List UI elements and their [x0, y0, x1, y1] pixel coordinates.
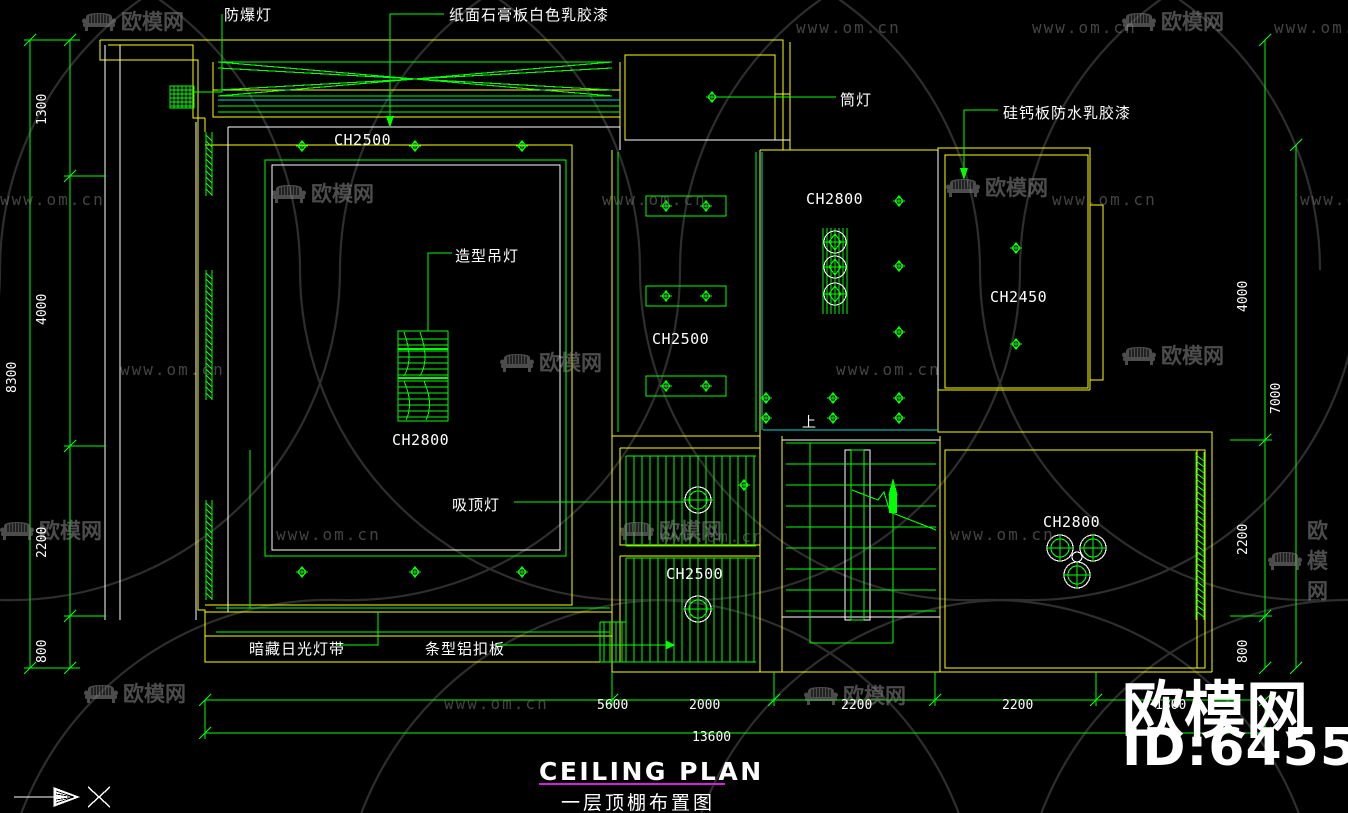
dimension-lines: [23, 33, 1303, 740]
ceiling-height-ch-corridor-2500: CH2500: [652, 330, 710, 348]
decorative-pendant-symbol: [397, 330, 449, 422]
annotation-explosion-proof-light: 防爆灯: [224, 6, 273, 24]
concealed-light-strip-left-2: [205, 270, 213, 400]
staircase: [786, 442, 937, 644]
annotation-calcium-silicate-paint: 硅钙板防水乳胶漆: [1003, 104, 1132, 122]
dimension-bottom-2: 2200: [841, 698, 873, 713]
corridor-chandelier-symbol: [822, 228, 848, 314]
legend-symbols: [14, 786, 111, 808]
twin-lamp-fixture-boxes: [645, 195, 727, 397]
wall-lines-white: [104, 45, 940, 621]
dimension-left-4000: 4000: [35, 293, 50, 325]
ceiling-height-ch-bedroom-2800: CH2800: [1043, 513, 1101, 531]
dimension-bottom-total: 13600: [692, 730, 732, 745]
ceiling-lines-green: [169, 61, 1205, 663]
explosion-proof-light-symbol: [169, 85, 195, 109]
annotation-leader-lines: [192, 13, 998, 646]
gypsum-board-hatch: [217, 61, 620, 113]
concealed-light-strip-left: [205, 132, 213, 196]
dimension-right-2200: 2200: [1236, 523, 1251, 555]
downlight-symbols: [296, 91, 1022, 578]
dimension-right-total: 7000: [1269, 382, 1284, 414]
ceiling-mounted-light-symbols: [683, 485, 713, 624]
ceiling-height-ch-right-2450: CH2450: [990, 288, 1048, 306]
dimension-right-800: 800: [1236, 639, 1251, 663]
annotation-downlight: 筒灯: [840, 91, 873, 109]
dimension-left-800: 800: [35, 639, 50, 663]
annotation-concealed-fluorescent: 暗藏日光灯带: [249, 640, 346, 658]
dimension-left-total: 8300: [5, 361, 20, 393]
dimension-right-4000: 4000: [1236, 280, 1251, 312]
three-globe-pendant-symbol: [1046, 534, 1107, 589]
annotation-ceiling-mounted-light: 吸顶灯: [452, 496, 501, 514]
ceiling-height-ch-living-2500: CH2500: [334, 131, 392, 149]
dimension-bottom-4: 1800: [1155, 698, 1187, 713]
strip-aluminum-panel-hatch: [599, 455, 756, 663]
concealed-light-strip-left-3: [205, 500, 213, 600]
dimension-bottom-1: 2000: [689, 698, 721, 713]
ceiling-height-ch-main-2800: CH2800: [392, 431, 450, 449]
stair-up-marker: 上: [802, 415, 816, 431]
ceiling-height-ch-stair-2800: CH2800: [806, 190, 864, 208]
annotation-strip-aluminum-panel: 条型铝扣板: [425, 640, 506, 658]
wall-outlines-yellow: [99, 39, 1213, 673]
dimension-left-2200: 2200: [35, 526, 50, 558]
drawing-title-en: CEILING PLAN: [539, 757, 764, 786]
concealed-light-strip-right: [1195, 452, 1205, 620]
dimension-bottom-3: 2200: [1002, 698, 1034, 713]
dimension-bottom-0: 5600: [597, 698, 629, 713]
ceiling-height-ch-kitchen-2500: CH2500: [666, 565, 724, 583]
annotation-decorative-pendant: 造型吊灯: [455, 247, 520, 265]
dimension-left-1300: 1300: [35, 93, 50, 125]
drawing-title-cn: 一层顶棚布置图: [561, 792, 716, 813]
annotation-gypsum-board-paint: 纸面石膏板白色乳胶漆: [449, 6, 610, 24]
